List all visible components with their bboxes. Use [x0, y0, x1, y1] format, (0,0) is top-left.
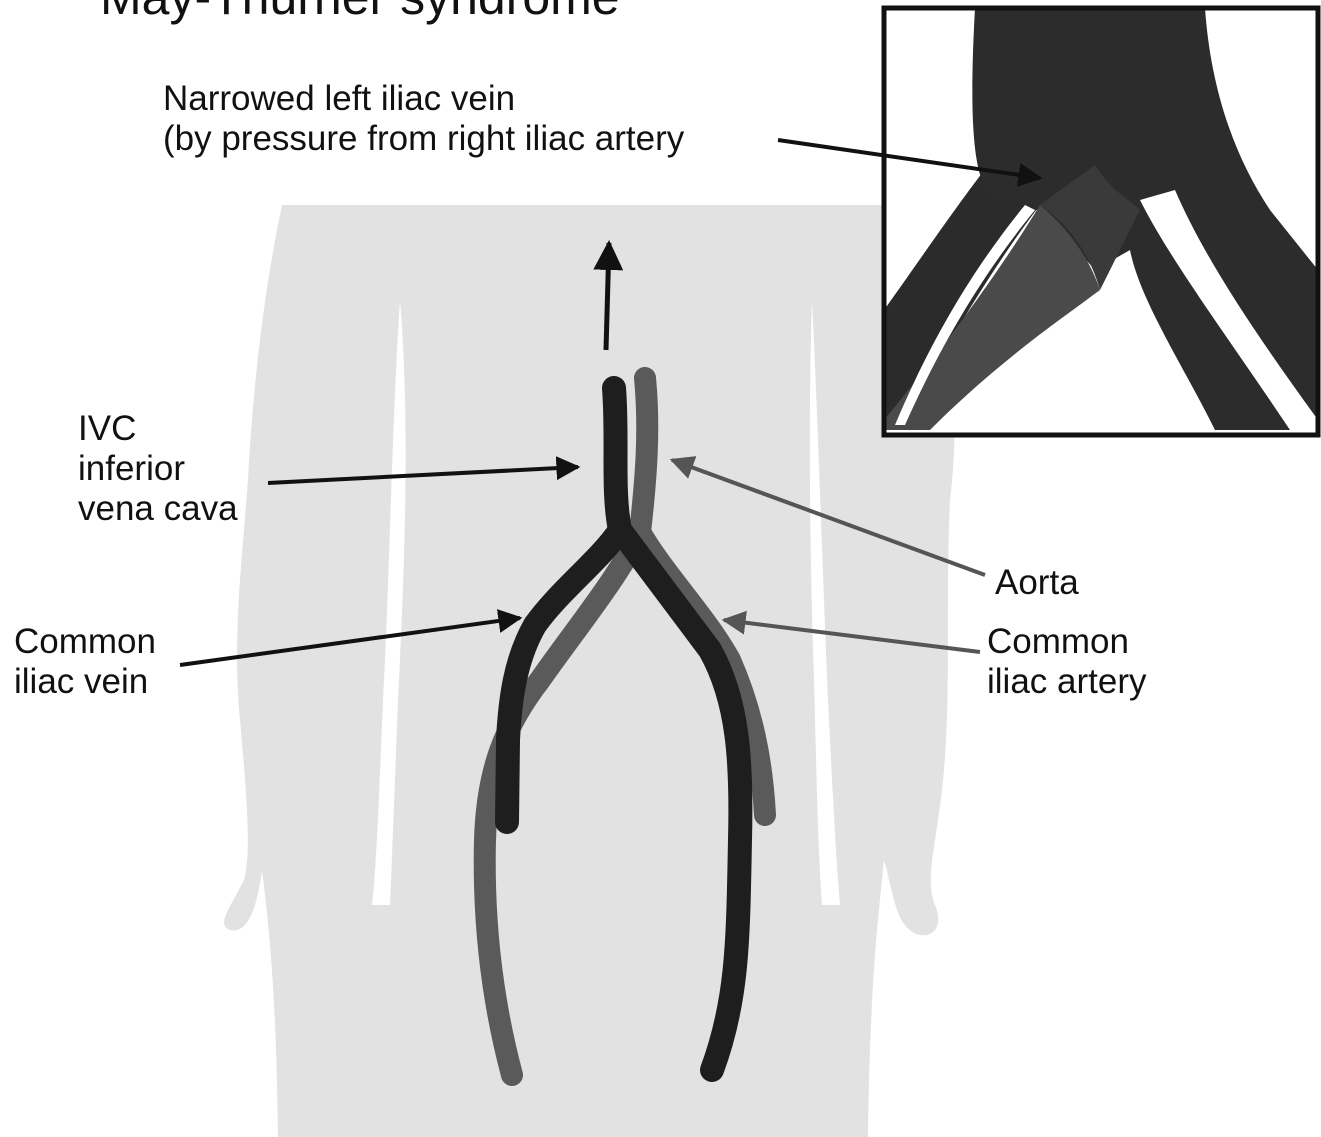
- svg-text:Common: Common: [987, 622, 1129, 661]
- svg-text:iliac artery: iliac artery: [987, 662, 1147, 701]
- svg-text:(by pressure from right iliac: (by pressure from right iliac artery: [163, 119, 685, 158]
- svg-text:vena cava: vena cava: [78, 489, 238, 528]
- svg-text:iliac vein: iliac vein: [14, 662, 148, 701]
- svg-text:inferior: inferior: [78, 449, 185, 488]
- upward-flow-arrow: [606, 243, 609, 350]
- aorta-vessel: [640, 378, 647, 532]
- label-narrowed-left-iliac-vein: Narrowed left iliac vein (by pressure fr…: [163, 79, 685, 158]
- svg-text:Narrowed left iliac vein: Narrowed left iliac vein: [163, 79, 515, 118]
- svg-text:Common: Common: [14, 622, 156, 661]
- ivc-vessel: [614, 388, 620, 530]
- diagram-title: May-Thurner syndrome: [100, 0, 620, 25]
- svg-text:IVC: IVC: [78, 409, 136, 448]
- label-common-iliac-artery: Common iliac artery: [987, 622, 1147, 701]
- label-ivc: IVC inferior vena cava: [78, 409, 238, 528]
- body-silhouette: [224, 205, 955, 1137]
- compression-inset: [884, 8, 1318, 435]
- label-aorta: Aorta: [995, 563, 1079, 602]
- label-common-iliac-vein: Common iliac vein: [14, 622, 156, 701]
